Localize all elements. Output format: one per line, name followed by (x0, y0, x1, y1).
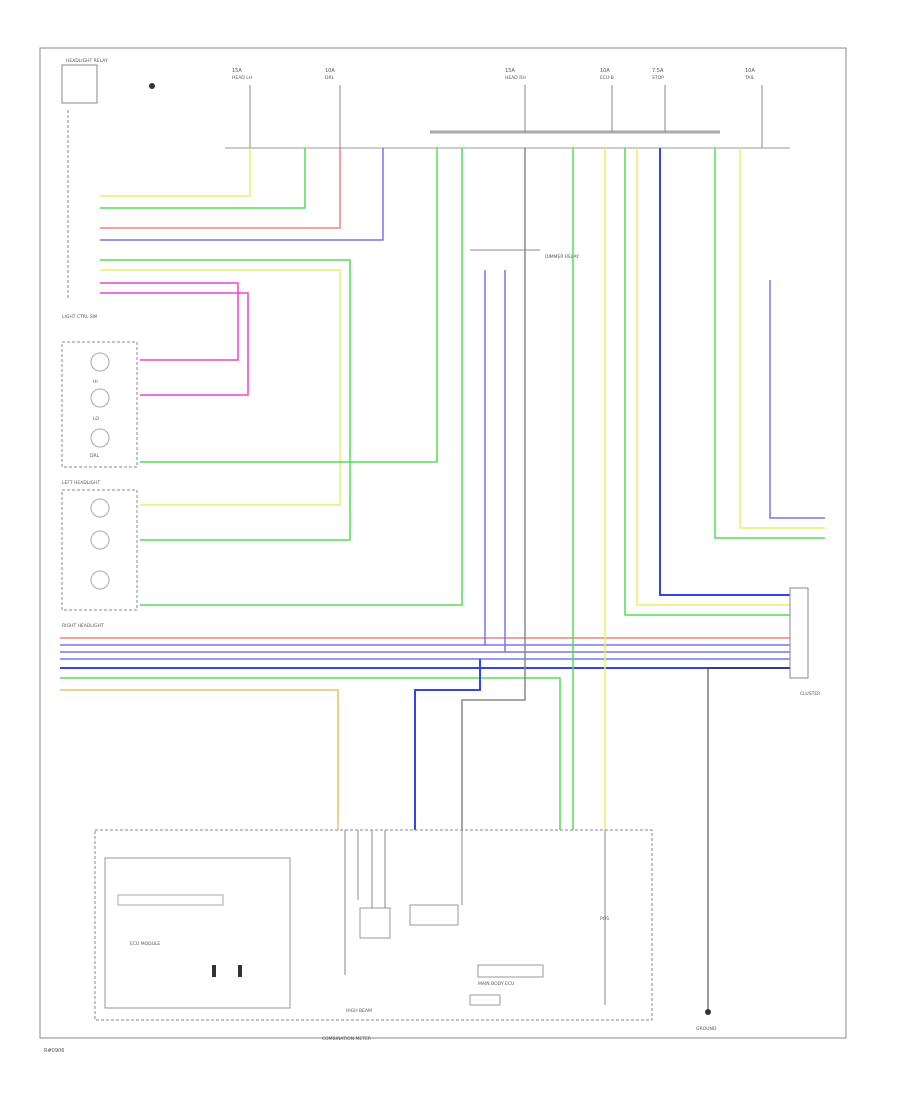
body-ecu-box-2 (477, 964, 544, 978)
lo-beam-bulb-icon (90, 388, 110, 408)
ecu-module: ECU MODULE (104, 857, 291, 1009)
hi-beam-bulb-icon (90, 498, 110, 518)
body-ecu-sub (469, 994, 501, 1006)
wire-blue (100, 148, 384, 241)
drl-bulb-icon (90, 570, 110, 590)
fuse-amp: 10A (325, 68, 335, 74)
main-body-ecu: MAIN BODY ECU (409, 904, 544, 1006)
right-headlight-label: RIGHT HEADLIGHT (62, 623, 104, 629)
fuse-name: ECU-B (600, 75, 614, 81)
fuse-1: 15A HEAD LH (232, 68, 252, 148)
indicator-box (359, 907, 391, 939)
left-headlight-label: LEFT HEADLIGHT (62, 480, 101, 486)
fuse-name: HEAD LH (232, 75, 252, 81)
wire-yellow (100, 148, 251, 197)
connector-label: CLUSTER (800, 691, 820, 697)
wire-darkblue-v2 (659, 148, 790, 596)
fuse-amp: 10A (745, 68, 755, 74)
ecu-box (104, 857, 291, 1009)
fuse-4: 10A ECU-B (600, 68, 614, 132)
meter-label: COMBINATION METER (322, 1036, 371, 1042)
hi-label: HI (93, 379, 98, 385)
hi-beam-bulb-icon (90, 352, 110, 372)
switch-label: LIGHT CTRL SW (62, 314, 98, 320)
connector-box (789, 587, 809, 679)
headlight-box (61, 341, 138, 468)
indicator-label: HIGH BEAM (346, 1008, 372, 1014)
dimmer-relay: DIMMER RELAY (470, 249, 579, 260)
wire-red (100, 148, 341, 229)
wire-darkblue-v (414, 659, 481, 830)
fuse-2: 10A DRL (325, 68, 341, 148)
light-control-switch: LIGHT CTRL SW (62, 110, 98, 320)
fuse-name: DRL (325, 75, 335, 81)
cluster-connector: CLUSTER (789, 587, 820, 697)
lo-beam-bulb-icon (90, 530, 110, 550)
wire-gray-v (461, 148, 526, 830)
fuse-3: 15A HEAD RH (505, 68, 526, 132)
fuse-name: HEAD RH (505, 75, 526, 81)
relay-ground-icon (149, 83, 155, 89)
wire-pink-1 (100, 282, 239, 361)
lo-label: LO (93, 416, 99, 422)
diagram-frame (39, 47, 847, 1039)
wire-green-3 (140, 148, 438, 463)
ecu-bus (117, 894, 224, 906)
wire-green-v2 (624, 148, 790, 616)
fuse-name: TAIL (744, 75, 755, 81)
wire-yellow-v3 (739, 148, 825, 529)
wire-black-ground (707, 667, 790, 1010)
ecu-label: ECU MODULE (130, 941, 160, 947)
wire-green-v3 (714, 148, 825, 539)
left-headlight: HI LO DRL (61, 341, 138, 468)
ecu-terminal (212, 965, 216, 977)
ground-label: GROUND (696, 1026, 717, 1032)
fuse-name: STOP (652, 75, 664, 81)
wire-yellow-v2 (636, 148, 790, 606)
body-ecu-box (409, 904, 459, 926)
fuse-amp: 10A (600, 68, 610, 74)
right-headlight (61, 489, 138, 611)
wire-blue-v3 (769, 280, 825, 519)
fuse-5: 7.5A STOP (652, 68, 666, 132)
wire-pink-2 (100, 292, 249, 396)
drl-bulb-icon (90, 428, 110, 448)
body-ecu-label: MAIN BODY ECU (478, 981, 514, 987)
hi-beam-indicator: HIGH BEAM (346, 907, 391, 1014)
fuse-amp: 15A (232, 68, 242, 74)
relay-label: DIMMER RELAY (545, 254, 579, 260)
relay-box (61, 64, 98, 104)
ground-icon (705, 1009, 711, 1015)
meter-box (94, 829, 653, 1021)
ecu-terminal (238, 965, 242, 977)
relay-label: HEADLIGHT RELAY (66, 58, 108, 64)
fuse-6: 10A TAIL (744, 68, 763, 148)
fuse-amp: 15A (505, 68, 515, 74)
wire-green-4 (140, 148, 463, 606)
wire-yellow-2 (100, 269, 341, 506)
headlight-box (61, 489, 138, 611)
fuse-amp: 7.5A (652, 68, 664, 74)
wire-green-bus (60, 677, 561, 830)
ground-symbol: GROUND (696, 1009, 717, 1032)
combination-meter: COMBINATION METER ECU MODULE HIGH BEAM M… (94, 829, 653, 1042)
wire-orange-bus (60, 689, 339, 830)
headlight-relay: HEADLIGHT RELAY (61, 58, 155, 104)
wire-green-2 (100, 259, 351, 541)
wire-green (100, 148, 306, 209)
drl-label: DRL (90, 453, 100, 459)
diagram-code: R#0906 (44, 1048, 64, 1054)
